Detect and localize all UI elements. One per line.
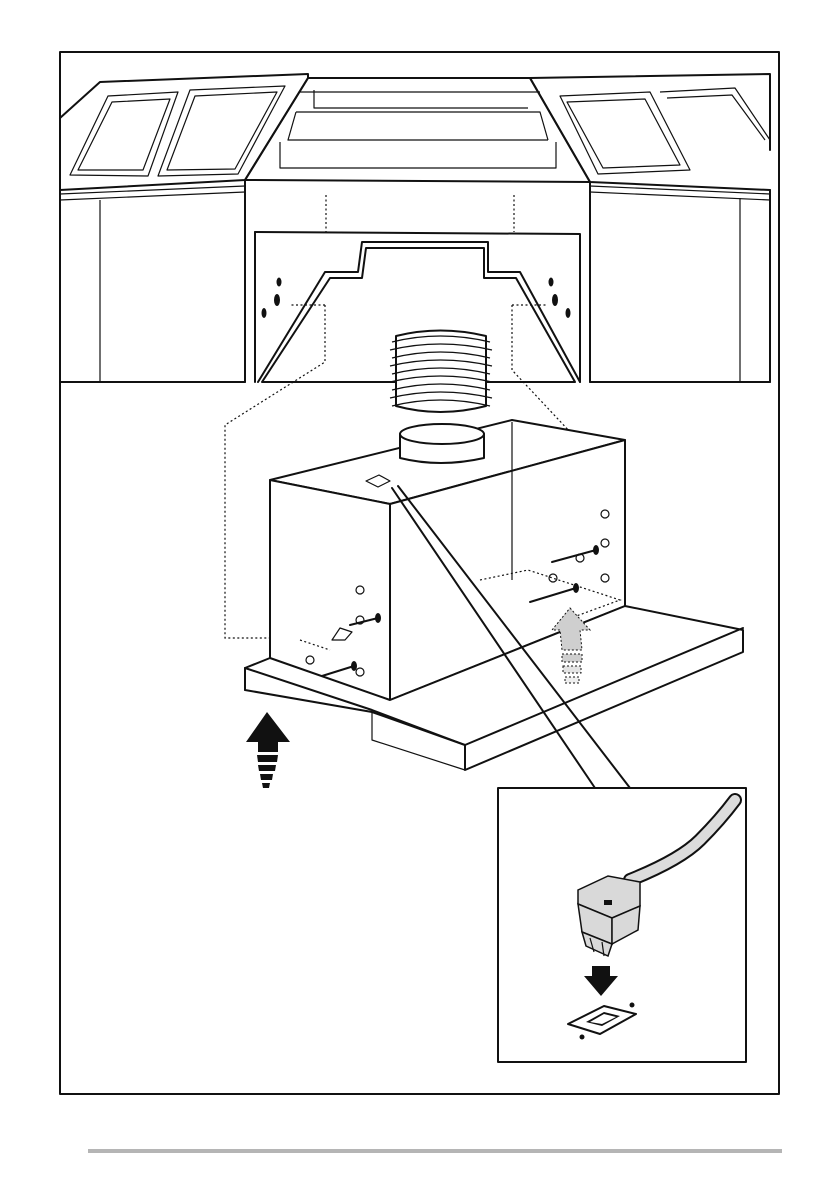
footer-rule [88, 1149, 782, 1153]
up-arrow-icon [246, 712, 290, 788]
flexible-duct [390, 331, 492, 413]
connector-detail-inset [498, 788, 746, 1062]
